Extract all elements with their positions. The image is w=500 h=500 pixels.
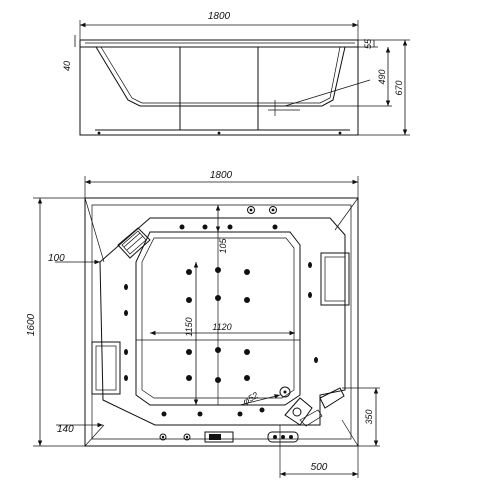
inner-width-label: 1150 — [184, 317, 194, 336]
faucet-icon — [284, 387, 345, 427]
plan-basin-rim — [99, 217, 346, 426]
air-button-icon — [247, 206, 255, 214]
drain-diameter-label: φ52 — [241, 390, 260, 407]
jet-knob-icon — [269, 206, 277, 214]
side-view-center-panel — [179, 46, 259, 131]
headrest-right — [320, 252, 350, 306]
top-spacing-label: 105 — [218, 238, 228, 254]
body-jets — [186, 267, 250, 383]
inner-length-label: 1120 — [212, 322, 231, 332]
control-panel-icon — [204, 431, 234, 443]
bottom-controls — [159, 431, 299, 443]
side-view: 1800 40 55 490 670 — [62, 11, 410, 136]
side-view-outline — [79, 39, 359, 136]
headrest-offset-label: 100 — [48, 253, 65, 264]
side-length-label: 1800 — [208, 11, 231, 22]
side-rim-label: 55 — [363, 38, 373, 49]
side-height-label: 670 — [394, 80, 404, 95]
plan-length-label: 1800 — [210, 170, 233, 181]
plan-width-label: 1600 — [26, 313, 37, 336]
corner-width-label: 500 — [311, 462, 328, 473]
edge-offset-label: 140 — [57, 424, 74, 435]
corner-depth-label: 350 — [364, 409, 374, 424]
side-view-basin — [95, 46, 346, 107]
control-switches-icon — [267, 431, 299, 443]
side-depth-label: 490 — [377, 69, 387, 84]
wall-jets — [124, 224, 318, 417]
headrest-left — [91, 341, 121, 395]
headrest-top-left — [117, 227, 151, 259]
plan-outline — [84, 197, 359, 447]
plan-basin-floor — [135, 231, 301, 406]
drain-icon — [279, 386, 291, 398]
side-lip-label: 40 — [62, 61, 72, 71]
plan-view: 1800 1600 100 140 105 1150 1120 φ52 350 — [26, 170, 380, 478]
